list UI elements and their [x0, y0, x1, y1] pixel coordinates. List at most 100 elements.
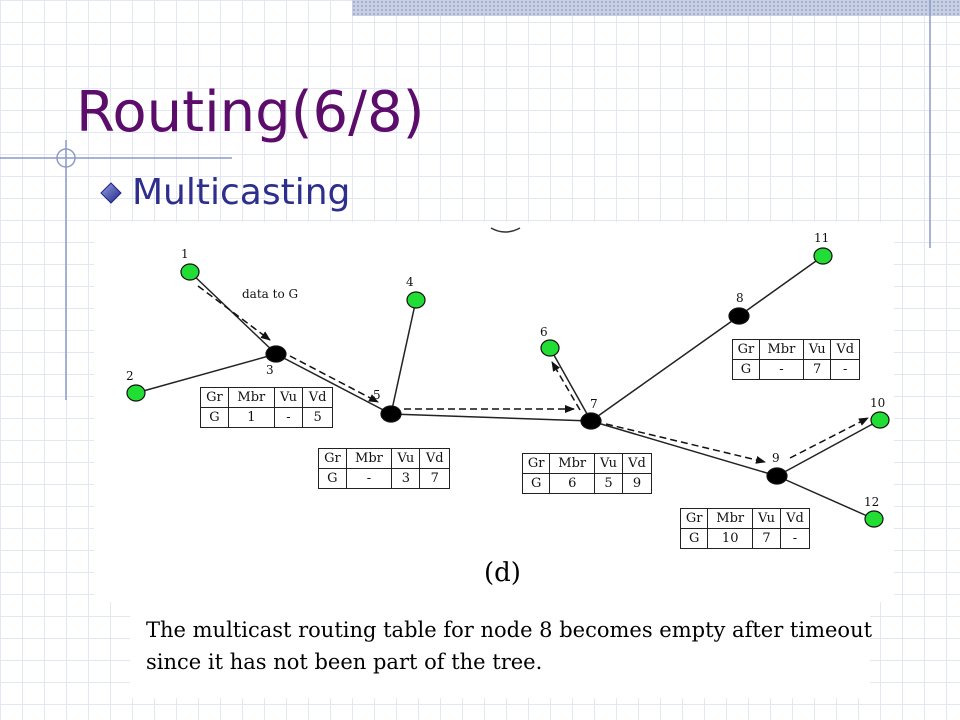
table-cell: Vu	[594, 453, 623, 474]
node-label-2: 2	[126, 369, 134, 383]
table-cell: Vu	[752, 508, 781, 529]
cropped-label-fragment	[490, 227, 521, 233]
decorative-band	[352, 0, 960, 16]
edge-7-8	[590, 315, 740, 422]
table-cell: Gr	[679, 508, 709, 529]
table-cell: 7	[419, 468, 450, 489]
node-label-7: 7	[590, 397, 598, 411]
node-12	[864, 510, 884, 528]
caption-box	[130, 602, 870, 698]
table-cell: G	[200, 407, 229, 428]
node-1	[180, 263, 200, 281]
caption-text: The multicast routing table for node 8 b…	[146, 618, 873, 674]
node-label-6: 6	[540, 325, 548, 339]
table-cell: 7	[802, 359, 832, 380]
table-cell: G	[732, 359, 760, 380]
node-label-1: 1	[181, 247, 189, 261]
table-cell: 7	[752, 528, 781, 549]
diamond-bullet-icon	[100, 181, 122, 204]
table-cell: -	[345, 468, 393, 489]
table-header-row: Gr Mbr Vu Vd	[318, 448, 450, 469]
table-cell: 1	[227, 407, 275, 428]
table-header-row: Gr Mbr Vu Vd	[200, 387, 333, 408]
bullet-text: Multicasting	[132, 172, 351, 213]
slide-title: Routing(6/8)	[76, 80, 425, 145]
table-cell: -	[273, 407, 304, 428]
node-8	[728, 307, 750, 325]
table-cell: 9	[621, 473, 653, 494]
node-6	[540, 339, 560, 357]
table-cell: Vd	[830, 339, 860, 360]
table-cell: Mbr	[758, 339, 804, 360]
edge-4-5	[390, 299, 417, 415]
node-7	[580, 412, 602, 430]
table-cell: 6	[549, 473, 596, 494]
data-arrow-7-6	[551, 361, 581, 411]
edge-8-11	[738, 255, 824, 317]
table-cell: Vu	[802, 339, 832, 360]
table-row: G 1 - 5	[200, 407, 333, 428]
table-cell: 3	[391, 468, 421, 489]
table-cell: Vd	[419, 448, 450, 469]
table-cell: G	[679, 528, 709, 549]
table-cell: G	[521, 473, 551, 494]
table-header-row: Gr Mbr Vu Vd	[732, 339, 860, 360]
edge-7-9	[590, 420, 778, 477]
edge-6-7	[549, 347, 592, 422]
data-arrow-9-10	[789, 417, 869, 459]
edge-9-12	[776, 475, 875, 520]
table-cell: 5	[302, 407, 333, 428]
table-cell: Vu	[273, 387, 304, 408]
table-cell: Vu	[391, 448, 421, 469]
table-cell: Mbr	[707, 508, 754, 529]
node-2	[126, 384, 146, 402]
node-label-8: 8	[736, 291, 744, 305]
node-9	[766, 467, 788, 485]
data-arrow-1-3	[197, 285, 271, 341]
bullet-item: Multicasting	[100, 172, 350, 213]
node-label-12: 12	[864, 495, 879, 509]
table-cell: Vd	[779, 508, 811, 529]
edge-3-5	[275, 353, 392, 415]
table-cell: G	[318, 468, 347, 489]
table-header-row: Gr Mbr Vu Vd	[521, 453, 653, 474]
table-header-row: Gr Mbr Vu Vd	[679, 508, 811, 529]
node-3	[265, 345, 287, 363]
routing-table-node3: Gr Mbr Vu Vd G 1 - 5	[200, 387, 333, 428]
table-row: G 6 5 9	[521, 473, 653, 494]
edge-5-7	[390, 413, 592, 422]
node-label-5: 5	[373, 388, 381, 402]
node-label-3: 3	[266, 363, 274, 377]
table-cell: Vd	[621, 453, 653, 474]
data-arrow-7-9	[605, 423, 766, 464]
routing-table-node9: Gr Mbr Vu Vd G 10 7 -	[679, 508, 811, 549]
node-5	[380, 405, 402, 423]
node-10	[870, 411, 890, 429]
table-cell: Gr	[318, 448, 347, 469]
node-label-10: 10	[870, 396, 885, 410]
table-cell: Vd	[302, 387, 333, 408]
table-cell: Mbr	[227, 387, 275, 408]
table-row: G - 7 -	[732, 359, 860, 380]
table-cell: 5	[594, 473, 623, 494]
node-label-4: 4	[406, 275, 414, 289]
table-cell: Gr	[732, 339, 760, 360]
node-11	[813, 247, 833, 265]
node-4	[406, 291, 426, 309]
panel-label: (d)	[484, 558, 521, 588]
table-row: G 10 7 -	[679, 528, 811, 549]
table-cell: -	[779, 528, 811, 549]
node-label-11: 11	[814, 231, 829, 245]
table-cell: 10	[707, 528, 754, 549]
routing-table-node8: Gr Mbr Vu Vd G - 7 -	[732, 339, 860, 380]
table-cell: Gr	[200, 387, 229, 408]
node-label-9: 9	[772, 451, 780, 465]
routing-table-node5: Gr Mbr Vu Vd G - 3 7	[318, 448, 450, 489]
data-arrow-3-5	[289, 355, 379, 403]
table-cell: Mbr	[345, 448, 393, 469]
table-cell: Gr	[521, 453, 551, 474]
table-cell: -	[758, 359, 804, 380]
table-row: G - 3 7	[318, 468, 450, 489]
routing-table-node7: Gr Mbr Vu Vd G 6 5 9	[521, 453, 653, 494]
